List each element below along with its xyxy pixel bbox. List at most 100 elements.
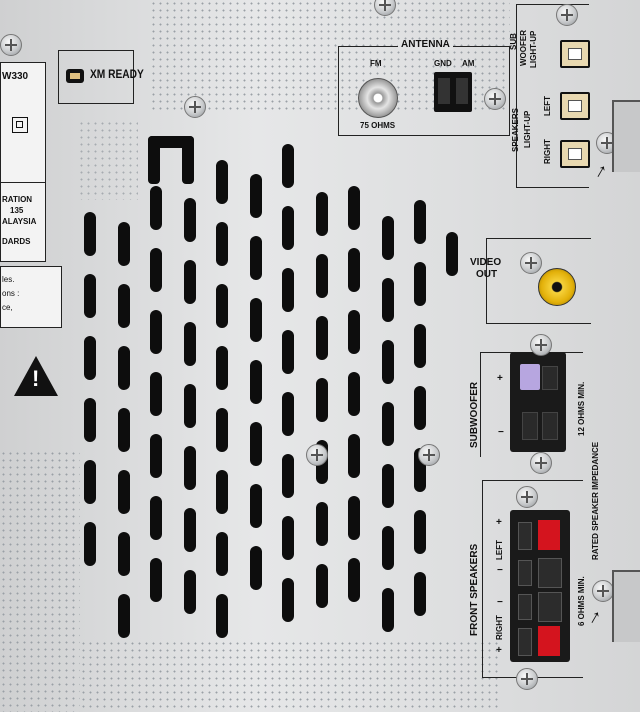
speaker-left-light-connector[interactable] bbox=[560, 92, 590, 120]
arrow-up-icon: ↑ bbox=[591, 159, 612, 184]
vent-slot bbox=[184, 260, 196, 304]
registration-label-panel bbox=[0, 182, 46, 262]
speaker-left-label: LEFT bbox=[543, 96, 552, 116]
vent-slot bbox=[184, 198, 196, 242]
vent-slot bbox=[118, 346, 130, 390]
note-line-2: ons : bbox=[2, 289, 20, 298]
vent-slot bbox=[184, 322, 196, 366]
vent-slot bbox=[150, 186, 162, 230]
screw bbox=[484, 88, 506, 110]
vent-slot bbox=[118, 408, 130, 452]
right-plus-tab[interactable] bbox=[538, 626, 560, 656]
vent-slot bbox=[184, 384, 196, 428]
screw bbox=[184, 96, 206, 118]
screw bbox=[556, 4, 578, 26]
front-plus-bottom: + bbox=[496, 645, 502, 656]
front-speakers-label: FRONT SPEAKERS bbox=[469, 543, 480, 636]
vent-slot bbox=[382, 340, 394, 384]
vent-slot bbox=[250, 174, 262, 218]
speaker-right-label: RIGHT bbox=[543, 139, 552, 164]
perforation-bottom bbox=[80, 640, 500, 712]
video-out-line2: OUT bbox=[476, 269, 498, 280]
front-speaker-terminal[interactable] bbox=[510, 510, 570, 662]
subwoofer-plus-tab[interactable] bbox=[520, 364, 540, 390]
vent-slot bbox=[348, 496, 360, 540]
vent-slot bbox=[414, 572, 426, 616]
vent-slot bbox=[348, 372, 360, 416]
vent-slot bbox=[216, 594, 228, 638]
vent-slot bbox=[282, 330, 294, 374]
vent-slot bbox=[316, 254, 328, 298]
vent-slot bbox=[216, 346, 228, 390]
front-minus-1: − bbox=[497, 565, 503, 576]
vent-slot bbox=[282, 454, 294, 498]
registration-country: ALAYSIA bbox=[2, 217, 37, 226]
vent-slot bbox=[216, 222, 228, 266]
gnd-label: GND bbox=[434, 59, 452, 68]
fm-coax-connector[interactable] bbox=[358, 78, 398, 118]
vent-slot bbox=[84, 212, 96, 256]
vent-slot bbox=[282, 268, 294, 312]
left-plus-tab[interactable] bbox=[538, 520, 560, 550]
vent-slot bbox=[150, 496, 162, 540]
vent-bracket bbox=[148, 136, 194, 184]
vent-slot bbox=[118, 594, 130, 638]
screw bbox=[592, 580, 614, 602]
video-out-jack[interactable] bbox=[538, 268, 576, 306]
note-line-1: les. bbox=[2, 275, 15, 284]
screw bbox=[374, 0, 396, 16]
vent-slot bbox=[348, 558, 360, 602]
vent-slot bbox=[184, 508, 196, 552]
speakers-light-up-line2: LIGHT-UP bbox=[523, 110, 532, 148]
registration-text: RATION bbox=[2, 195, 33, 204]
xm-port bbox=[66, 69, 84, 83]
front-right-label: RIGHT bbox=[495, 615, 504, 640]
vent-slot bbox=[316, 502, 328, 546]
vent-slot bbox=[216, 284, 228, 328]
screw bbox=[0, 34, 22, 56]
video-out-line1: VIDEO bbox=[470, 257, 502, 268]
vent-slot bbox=[414, 200, 426, 244]
model-number: W330 bbox=[2, 71, 29, 82]
panel-edge bbox=[612, 100, 640, 172]
vent-slot bbox=[216, 532, 228, 576]
vent-slot bbox=[316, 378, 328, 422]
rated-impedance: RATED SPEAKER IMPEDANCE bbox=[591, 441, 600, 560]
vent-slot bbox=[414, 386, 426, 430]
double-insulation-icon bbox=[12, 117, 28, 133]
vent-slot bbox=[250, 360, 262, 404]
vent-slot bbox=[118, 284, 130, 328]
sub-light-up-line1: SUB bbox=[509, 33, 518, 50]
speaker-right-light-connector[interactable] bbox=[560, 140, 590, 168]
sub-light-up-connector[interactable] bbox=[560, 40, 590, 68]
model-label-panel bbox=[0, 62, 46, 184]
xm-ready-label: XM READY bbox=[90, 67, 144, 81]
vent-slot bbox=[84, 274, 96, 318]
subwoofer-terminal[interactable] bbox=[510, 352, 566, 452]
vent-slot bbox=[184, 446, 196, 490]
vent-slot bbox=[348, 248, 360, 292]
am-gnd-terminal[interactable] bbox=[434, 72, 472, 112]
screw bbox=[418, 444, 440, 466]
left-minus-tab[interactable] bbox=[538, 558, 562, 588]
vent-slot bbox=[282, 392, 294, 436]
note-line-3: ce, bbox=[2, 303, 13, 312]
registration-code: 135 bbox=[10, 206, 24, 215]
vent-slot bbox=[150, 434, 162, 478]
vent-slot bbox=[150, 558, 162, 602]
vent-slot bbox=[348, 310, 360, 354]
vent-slot bbox=[446, 232, 458, 276]
am-label: AM bbox=[462, 59, 475, 68]
vent-slot bbox=[84, 522, 96, 566]
vent-slot bbox=[414, 262, 426, 306]
vent-slot bbox=[184, 570, 196, 614]
vent-slot bbox=[414, 324, 426, 368]
speakers-light-up-line1: SPEAKERS bbox=[511, 107, 520, 152]
warning-triangle-icon: ! bbox=[14, 356, 58, 396]
right-minus-tab[interactable] bbox=[538, 592, 562, 622]
perforation-left bbox=[0, 450, 80, 712]
vent-slot bbox=[250, 484, 262, 528]
front-plus-top: + bbox=[496, 517, 502, 528]
vent-slot bbox=[84, 336, 96, 380]
